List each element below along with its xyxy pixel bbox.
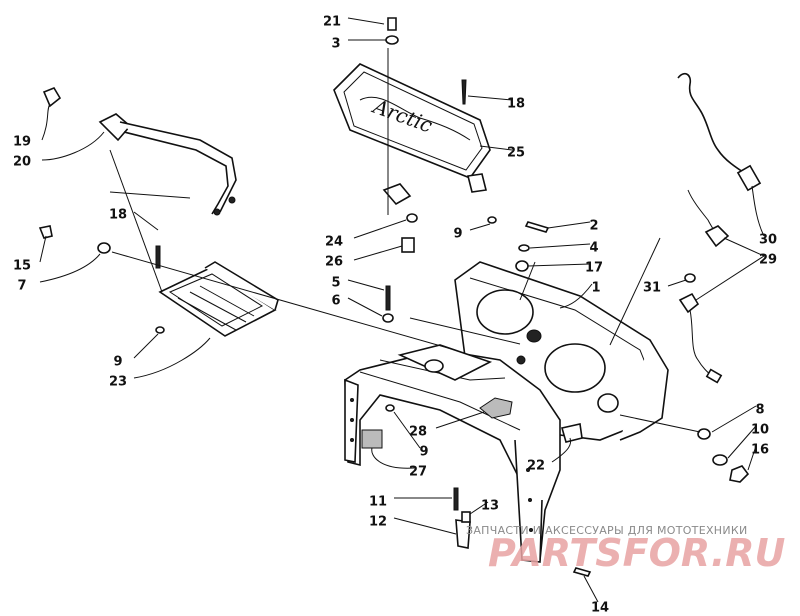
callout-21: 21 xyxy=(323,15,341,30)
callout-29: 29 xyxy=(759,253,777,268)
watermark-logo: PARTSFOR.RU xyxy=(488,531,786,575)
throttle-cable-assembly xyxy=(42,87,237,216)
callout-15: 15 xyxy=(13,259,31,274)
callout-9: 9 xyxy=(419,445,428,460)
callout-6: 6 xyxy=(331,294,340,309)
callout-30: 30 xyxy=(759,233,777,248)
watermark-text: ЗАПЧАСТИ И АКСЕССУАРЫ ДЛЯ МОТОТЕХНИКИ xyxy=(466,524,748,537)
callout-31: 31 xyxy=(643,281,661,296)
callout-13: 13 xyxy=(481,499,499,514)
callout-23: 23 xyxy=(109,375,127,390)
callout-11: 11 xyxy=(369,495,387,510)
callout-3: 3 xyxy=(331,37,340,52)
callout-7: 7 xyxy=(17,279,26,294)
callout-18: 18 xyxy=(507,97,525,112)
callout-9: 9 xyxy=(453,227,462,242)
footrest-plate xyxy=(158,261,279,337)
callout-19: 19 xyxy=(13,135,31,150)
callout-8: 8 xyxy=(755,403,764,418)
callout-26: 26 xyxy=(325,255,343,270)
callout-17: 17 xyxy=(585,261,603,276)
callout-24: 24 xyxy=(325,235,343,250)
callout-22: 22 xyxy=(527,459,545,474)
callout-leaders xyxy=(39,17,765,603)
callout-2: 2 xyxy=(589,219,598,234)
hardware-parts xyxy=(38,17,750,577)
callout-4: 4 xyxy=(589,241,598,256)
hood-emblem-plate: Arctic xyxy=(333,63,491,206)
wiring-harness xyxy=(677,72,762,384)
callout-12: 12 xyxy=(369,515,387,530)
callout-9: 9 xyxy=(113,355,122,370)
console-panel xyxy=(344,261,669,563)
watermark: ЗАПЧАСТИ И АКСЕССУАРЫ ДЛЯ МОТОТЕХНИКИ PA… xyxy=(466,524,786,575)
callout-25: 25 xyxy=(507,146,525,161)
callout-27: 27 xyxy=(409,465,427,480)
assembly-lines xyxy=(109,48,701,433)
callout-28: 28 xyxy=(409,425,427,440)
callout-16: 16 xyxy=(751,443,769,458)
callout-5: 5 xyxy=(331,276,340,291)
callout-10: 10 xyxy=(751,423,769,438)
callout-14: 14 xyxy=(591,601,609,616)
callout-18: 18 xyxy=(109,208,127,223)
callout-1: 1 xyxy=(591,281,600,296)
callout-20: 20 xyxy=(13,155,31,170)
